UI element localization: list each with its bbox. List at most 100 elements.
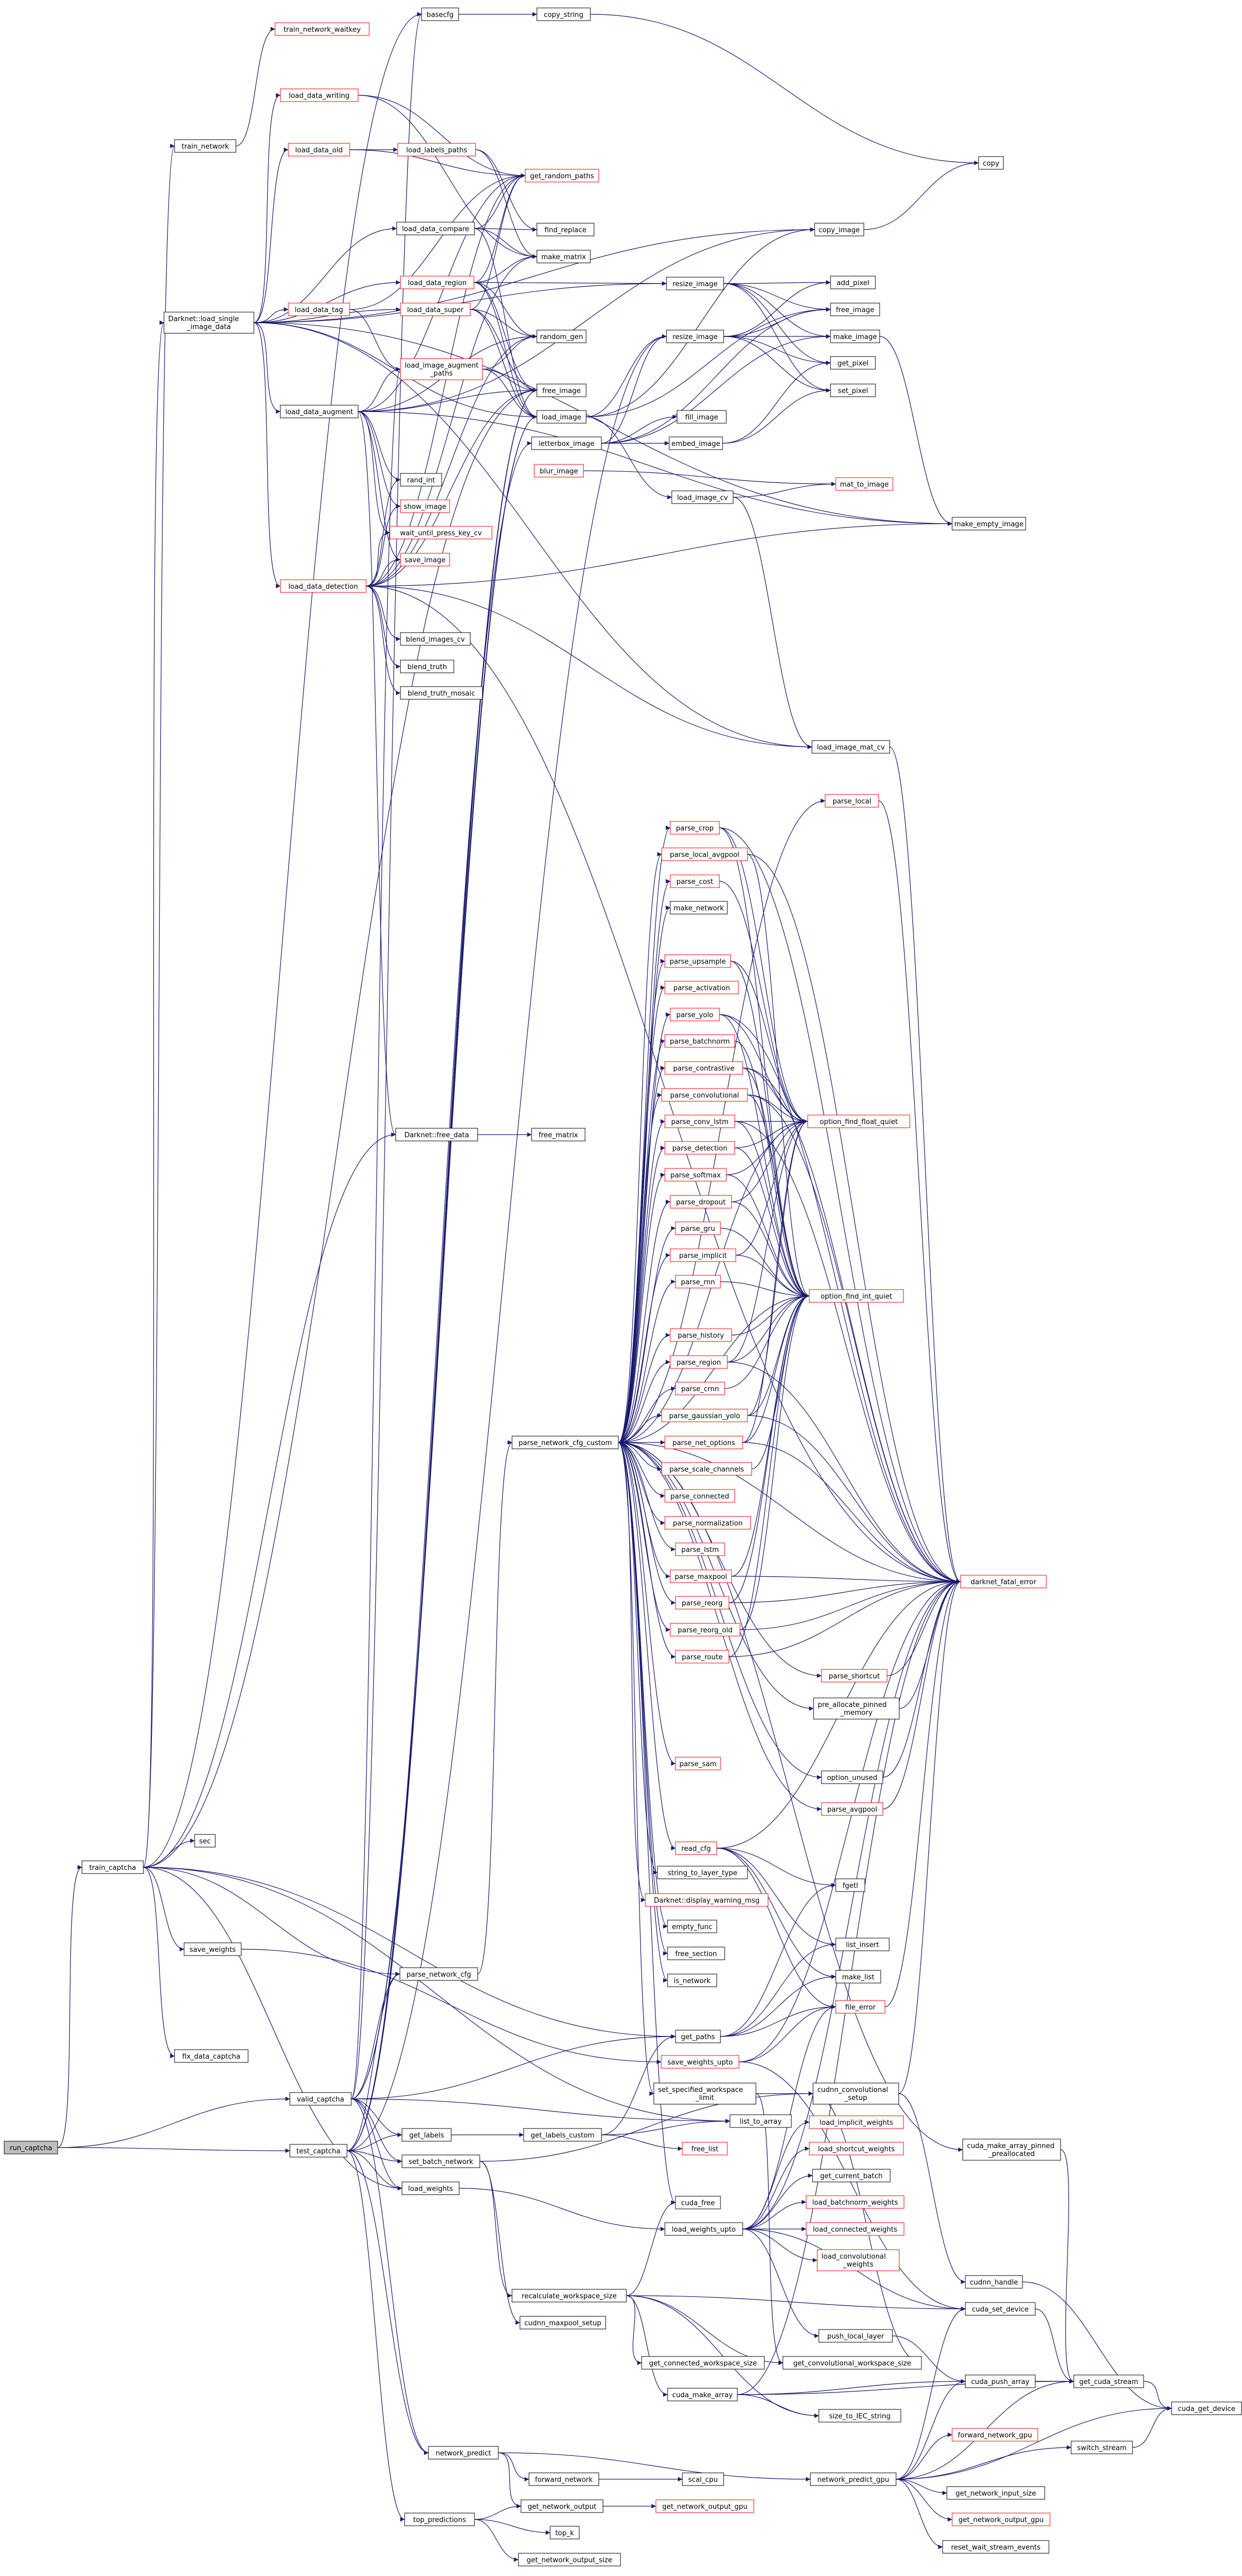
node-load-image-mat-cv[interactable]: load_image_mat_cv	[811, 740, 890, 754]
node-make-matrix[interactable]: make_matrix	[536, 250, 591, 263]
node-get-random-paths[interactable]: get_random_paths	[525, 169, 599, 182]
node-free-image-m[interactable]: free_image	[536, 383, 587, 397]
node-valid-captcha[interactable]: valid_captcha	[289, 2092, 352, 2106]
node-get-labels-custom[interactable]: get_labels_custom	[523, 2128, 602, 2142]
node-free-matrix[interactable]: free_matrix	[531, 1128, 586, 1141]
node-make-network[interactable]: make_network	[670, 901, 728, 915]
node-list-to-array[interactable]: list_to_array	[729, 2114, 792, 2128]
node-blur-image[interactable]: blur_image	[534, 464, 584, 478]
node-load-weights[interactable]: load_weights	[401, 2181, 460, 2195]
node-set-specified-workspace-limit[interactable]: set_specified_workspace_limit	[653, 2082, 756, 2105]
node-pre-allocate-pinned-memory[interactable]: pre_allocate_pinned_memory	[813, 1697, 900, 1720]
node-parse-history[interactable]: parse_history	[670, 1328, 732, 1342]
node-load-data-detection[interactable]: load_data_detection	[280, 579, 367, 593]
node-parse-implicit[interactable]: parse_implicit	[670, 1248, 736, 1262]
node-get-network-input-size[interactable]: get_network_input_size	[946, 2486, 1045, 2500]
node-load-batchnorm-weights[interactable]: load_batchnorm_weights	[806, 2195, 905, 2209]
node-list-insert[interactable]: list_insert	[835, 1938, 890, 1951]
node-get-convolutional-workspace-size[interactable]: get_convolutional_workspace_size	[782, 2356, 922, 2370]
node-load-data-old[interactable]: load_data_old	[288, 143, 350, 157]
node-fix-data-captcha[interactable]: fix_data_captcha	[174, 2049, 249, 2063]
node-free-image-r[interactable]: free_image	[830, 303, 880, 316]
node-load-data-compare[interactable]: load_data_compare	[396, 222, 475, 235]
node-fill-image[interactable]: fill_image	[677, 410, 727, 424]
node-scal-cpu[interactable]: scal_cpu	[682, 2472, 724, 2486]
node-cudnn-handle[interactable]: cudnn_handle	[965, 2275, 1023, 2289]
node-parse-detection[interactable]: parse_detection	[664, 1141, 735, 1155]
node-parse-network-cfg[interactable]: parse_network_cfg	[399, 1967, 478, 1981]
node-make-list[interactable]: make_list	[835, 1970, 881, 1984]
node-load-weights-upto[interactable]: load_weights_upto	[664, 2222, 743, 2236]
node-parse-upsample[interactable]: parse_upsample	[664, 954, 731, 968]
node-embed-image[interactable]: embed_image	[669, 436, 723, 450]
node-cuda-set-device[interactable]: cuda_set_device	[965, 2302, 1036, 2316]
node-parse-lstm[interactable]: parse_lstm	[675, 1542, 725, 1556]
node-network-predict[interactable]: network_predict	[428, 2446, 499, 2460]
node-load-single-image-data[interactable]: Darknet::load_single_image_data	[163, 312, 254, 334]
node-load-data-writing[interactable]: load_data_writing	[280, 88, 359, 102]
node-test-captcha[interactable]: test_captcha	[289, 2144, 348, 2158]
node-cuda-make-array-pinned-preallocated[interactable]: cuda_make_array_pinned_preallocated	[962, 2139, 1061, 2161]
node-fgetl[interactable]: fgetl	[835, 1878, 865, 1892]
node-add-pixel[interactable]: add_pixel	[830, 276, 876, 289]
node-parse-route[interactable]: parse_route	[675, 1650, 729, 1664]
node-parse-scale-channels[interactable]: parse_scale_channels	[661, 1462, 752, 1476]
node-blend-truth[interactable]: blend_truth	[400, 660, 454, 673]
node-parse-avgpool[interactable]: parse_avgpool	[821, 1802, 883, 1816]
node-cuda-push-array[interactable]: cuda_push_array	[965, 2374, 1036, 2388]
node-set-batch-network[interactable]: set_batch_network	[401, 2154, 480, 2168]
node-load-data-tag[interactable]: load_data_tag	[288, 303, 350, 316]
node-parse-shortcut[interactable]: parse_shortcut	[821, 1669, 888, 1683]
node-cudnn-convolutional-setup[interactable]: cudnn_convolutional_setup	[812, 2082, 899, 2105]
node-display-warning-msg[interactable]: Darknet::display_warning_msg	[645, 1893, 769, 1907]
node-parse-convolutional[interactable]: parse_convolutional	[661, 1088, 748, 1102]
node-option-find-float-quiet[interactable]: option_find_float_quiet	[807, 1115, 910, 1128]
node-get-cuda-stream[interactable]: get_cuda_stream	[1073, 2374, 1144, 2388]
node-load-image[interactable]: load_image	[536, 410, 587, 424]
node-parse-crop[interactable]: parse_crop	[670, 821, 720, 835]
node-parse-batchnorm[interactable]: parse_batchnorm	[664, 1034, 735, 1048]
node-forward-network[interactable]: forward_network	[528, 2472, 599, 2486]
node-switch-stream[interactable]: switch_stream	[1071, 2441, 1133, 2454]
node-read-cfg[interactable]: read_cfg	[675, 1841, 717, 1855]
node-parse-yolo[interactable]: parse_yolo	[670, 1008, 720, 1021]
node-get-network-output[interactable]: get_network_output	[520, 2499, 604, 2513]
node-get-paths[interactable]: get_paths	[675, 2030, 721, 2043]
node-set-pixel[interactable]: set_pixel	[830, 383, 876, 397]
node-get-network-output-gpu[interactable]: get_network_output_gpu	[655, 2499, 754, 2513]
node-rand-int[interactable]: rand_int	[400, 473, 442, 487]
node-parse-dropout[interactable]: parse_dropout	[670, 1195, 732, 1209]
node-copy-string[interactable]: copy_string	[536, 7, 591, 21]
node-parse-reorg-old[interactable]: parse_reorg_old	[670, 1623, 741, 1637]
node-parse-cost[interactable]: parse_cost	[670, 874, 720, 888]
node-string-to-layer-type[interactable]: string_to_layer_type	[657, 1866, 748, 1879]
node-parse-local[interactable]: parse_local	[825, 794, 879, 808]
node-top-k[interactable]: top_k	[550, 2526, 580, 2540]
node-find-replace[interactable]: find_replace	[536, 223, 595, 236]
node-save-weights-upto[interactable]: save_weights_upto	[661, 2055, 739, 2069]
node-parse-connected[interactable]: parse_connected	[664, 1489, 735, 1503]
node-Darknet-free-data[interactable]: Darknet::free_data	[395, 1128, 478, 1141]
node-top-predictions[interactable]: top_predictions	[404, 2513, 475, 2526]
node-load-labels-paths[interactable]: load_labels_paths	[397, 143, 476, 157]
node-cuda-free[interactable]: cuda_free	[675, 2196, 721, 2209]
node-basecfg[interactable]: basecfg	[421, 7, 459, 21]
node-run-captcha[interactable]: run_captcha	[4, 2141, 58, 2154]
node-push-local-layer[interactable]: push_local_layer	[818, 2329, 893, 2343]
node-load-data-super[interactable]: load_data_super	[400, 303, 471, 316]
node-recalculate-workspace-size[interactable]: recalculate_workspace_size	[512, 2289, 627, 2303]
node-get-network-output-gpu2[interactable]: get_network_output_gpu	[952, 2513, 1051, 2526]
node-option-find-int-quiet[interactable]: option_find_int_quiet	[809, 1289, 904, 1303]
node-parse-maxpool[interactable]: parse_maxpool	[670, 1569, 732, 1583]
node-blend-truth-mosaic[interactable]: blend_truth_mosaic	[400, 686, 483, 700]
node-resize-image[interactable]: resize_image	[666, 277, 724, 290]
node-get-pixel[interactable]: get_pixel	[830, 356, 876, 370]
node-get-current-batch[interactable]: get_current_batch	[812, 2169, 891, 2182]
node-network-predict-gpu[interactable]: network_predict_gpu	[810, 2472, 897, 2486]
node-parse-activation[interactable]: parse_activation	[664, 981, 739, 994]
node-random-gen[interactable]: random_gen	[536, 330, 587, 343]
node-parse-conv-lstm[interactable]: parse_conv_lstm	[664, 1115, 735, 1128]
node-load-image-cv[interactable]: load_image_cv	[671, 490, 734, 504]
node-parse-contrastive[interactable]: parse_contrastive	[664, 1061, 743, 1075]
node-save-weights[interactable]: save_weights	[184, 1942, 242, 1956]
